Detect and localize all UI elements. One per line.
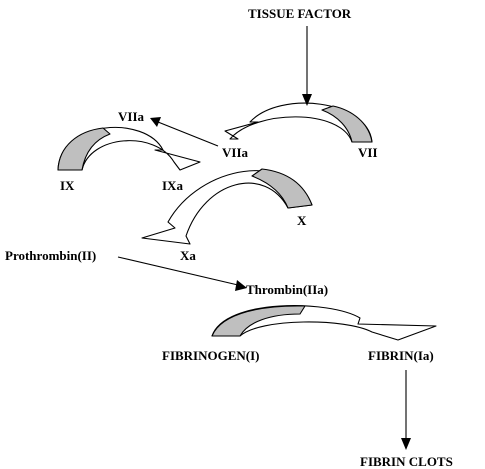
arrow-fibrin-to-clots xyxy=(401,370,411,450)
cycle-ix-shaded-start xyxy=(57,127,111,171)
label-prothrombin: Prothrombin(II) xyxy=(5,248,96,263)
arrow-prothrombin-to-thrombin xyxy=(117,256,247,291)
label-viia-top: VIIa xyxy=(118,109,145,124)
arrow-tissue-factor-down xyxy=(302,26,312,106)
label-viia: VIIa xyxy=(222,145,249,160)
label-fibrinogen: FIBRINOGEN(I) xyxy=(162,348,260,363)
label-x: X xyxy=(297,213,307,228)
label-fibrin-clots: FIBRIN CLOTS xyxy=(360,454,453,469)
label-fibrin: FIBRIN(Ia) xyxy=(368,348,434,363)
cycle-vii-to-viia xyxy=(224,102,373,143)
label-ixa: IXa xyxy=(162,178,183,193)
cycle-ix-to-ixa xyxy=(57,126,201,171)
arrow-viia-to-viia-top xyxy=(150,117,219,147)
label-xa: Xa xyxy=(180,248,196,263)
cycle-fibrinogen-to-fibrin xyxy=(211,305,437,341)
label-vii: VII xyxy=(358,145,378,160)
label-tissue-factor: TISSUE FACTOR xyxy=(248,6,352,21)
cycle-vii-shaded-start xyxy=(321,105,373,143)
cycle-x-to-xa xyxy=(141,168,313,245)
cycle-x-shaded-start xyxy=(251,168,313,209)
cycle-fibrinogen-shaded-start xyxy=(211,305,306,337)
label-thrombin: Thrombin(IIa) xyxy=(246,282,328,297)
label-ix: IX xyxy=(60,178,75,193)
